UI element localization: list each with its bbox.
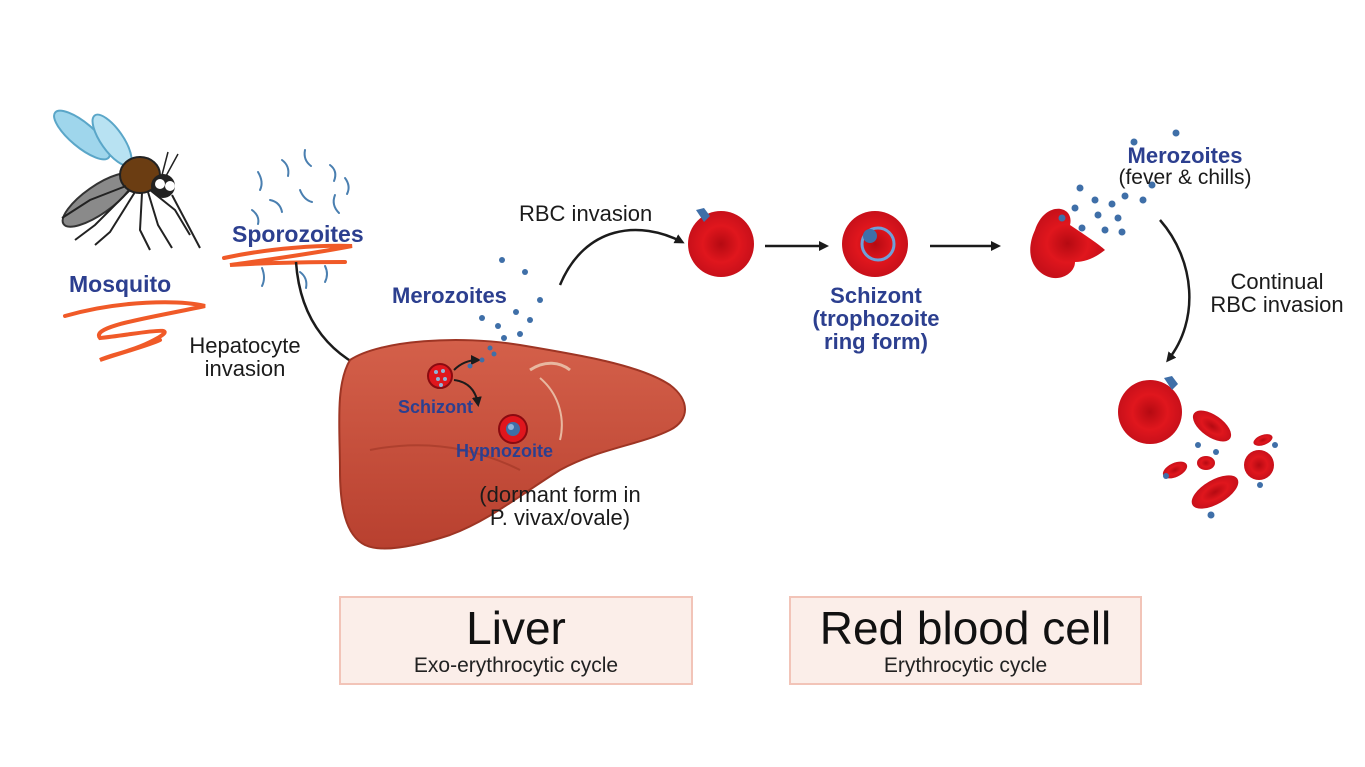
continual-invasion-line-2: RBC invasion <box>1210 292 1344 318</box>
hypnozoite-cell <box>498 414 528 444</box>
sporozoites-label: Sporozoites <box>232 221 364 247</box>
rbc-merozoites-cluster <box>1058 129 1180 236</box>
dormant-note-line-1: (dormant form in <box>479 482 641 507</box>
continual-invasion-label: Continual RBC invasion <box>1196 270 1358 316</box>
liver-illustration <box>338 339 686 550</box>
liver-merozoites-label: Merozoites <box>392 283 507 308</box>
fever-chills-label: (fever & chills) <box>1118 166 1252 190</box>
rbc-panel-subtitle: Erythrocytic cycle <box>883 654 1048 678</box>
hepatocyte-invasion-line-2: invasion <box>204 356 286 382</box>
mosquito-illustration <box>53 109 201 251</box>
rbc-schizont-line-1: Schizont <box>830 283 922 308</box>
liver-panel-title: Liver <box>466 602 566 654</box>
liver-panel-subtitle: Exo-erythrocytic cycle <box>413 654 619 678</box>
rbc-schizont-line-3: ring form) <box>824 329 928 355</box>
dormant-note-line-2: P. vivax/ovale) <box>489 505 631 531</box>
mosquito-underline-scribble <box>63 300 206 362</box>
mosquito-label: Mosquito <box>69 271 172 297</box>
continual-invasion-arrow <box>1159 219 1191 363</box>
liver-schizont-label: Schizont <box>398 397 473 417</box>
rbc-merozoites-label-group: Merozoites (fever & chills) <box>1090 144 1280 189</box>
liver-schizont-cell <box>427 363 453 389</box>
rbc-invasion-arrow <box>558 228 685 286</box>
sporozoites-underline-scribble <box>222 243 353 267</box>
liver-hypnozoite-arrow <box>453 379 482 407</box>
dormant-form-note: (dormant form in P. vivax/ovale) <box>440 483 680 529</box>
rbc-invaded-cell <box>688 208 754 277</box>
hypnozoite-label: Hypnozoite <box>456 441 553 461</box>
continual-invasion-line-1: Continual <box>1230 269 1324 294</box>
liver-merozoites-cluster <box>467 257 543 369</box>
hepatocyte-invasion-label: Hepatocyte invasion <box>170 334 320 380</box>
liver-merozoite-release-arrow <box>453 355 481 371</box>
rbc-schizont-label: Schizont (trophozoite ring form) <box>790 284 962 353</box>
rbc-panel: Red blood cell Erythrocytic cycle <box>789 596 1142 685</box>
sporozoites-cluster <box>251 149 350 289</box>
rbc-schizont-line-2: (trophozoite <box>812 306 940 332</box>
rbc-merozoites-label: Merozoites <box>1127 143 1243 168</box>
rbc-invasion-label: RBC invasion <box>519 201 653 226</box>
rbc-ruptured-cell <box>1030 208 1105 279</box>
rbc-schizont-ring-cell <box>842 211 908 277</box>
hepatocyte-invasion-line-1: Hepatocyte <box>189 333 301 358</box>
liver-panel: Liver Exo-erythrocytic cycle <box>339 596 693 685</box>
rbc-panel-title: Red blood cell <box>819 602 1112 654</box>
rbc-cluster <box>1118 376 1278 519</box>
